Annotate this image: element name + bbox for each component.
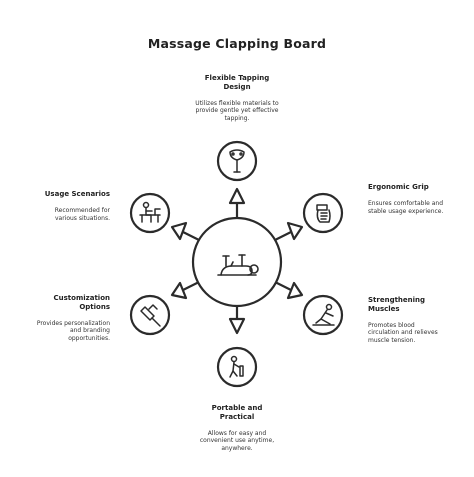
feature-customization-heading: Customization Options <box>53 294 110 311</box>
stretching-person-icon <box>312 303 335 326</box>
diagram-title: Massage Clapping Board <box>147 36 327 51</box>
feature-portable-description: Allows for easy and convenient use anyti… <box>199 429 275 453</box>
node-usage <box>129 192 171 234</box>
feature-flexible: Flexible Tapping Design Utilizes flexibl… <box>192 74 282 123</box>
arrow-to-customization <box>170 280 201 300</box>
feature-usage-heading: Usage Scenarios <box>44 190 110 198</box>
feature-customization-description: Provides personalization and branding op… <box>36 319 110 343</box>
person-at-desk-icon <box>139 201 161 223</box>
hammer-icon <box>140 304 161 327</box>
feature-strengthening-heading: Strengthening Muscles <box>368 296 426 313</box>
feature-portable-heading: Portable and Practical <box>211 404 263 421</box>
feature-strengthening-description: Promotes blood circulation and relieves … <box>368 321 438 345</box>
arrow-to-usage <box>170 221 201 242</box>
feature-ergonomic-heading: Ergonomic Grip <box>368 183 429 191</box>
central-hub <box>191 216 283 308</box>
massage-person-icon <box>217 254 259 276</box>
feature-ergonomic-description: Ensures comfortable and stable usage exp… <box>368 199 444 215</box>
arrow-to-ergonomic <box>273 221 304 242</box>
tapping-tool-icon <box>229 149 245 173</box>
feature-usage-description: Recommended for various situations. <box>54 206 110 222</box>
feature-flexible-heading: Flexible Tapping Design <box>204 74 270 91</box>
feature-usage: Usage Scenarios Recommended for various … <box>34 190 110 222</box>
feature-customization: Customization Options Provides personali… <box>34 294 110 343</box>
feature-strengthening: Strengthening Muscles Promotes blood cir… <box>368 296 446 345</box>
feature-portable: Portable and Practical Allows for easy a… <box>197 404 277 453</box>
node-portable <box>216 346 258 388</box>
node-customization <box>129 294 171 336</box>
feature-ergonomic: Ergonomic Grip Ensures comfortable and s… <box>368 183 444 215</box>
walking-person-icon <box>229 355 244 378</box>
arrow-to-strengthening <box>273 280 304 300</box>
hand-grip-icon <box>316 204 331 223</box>
feature-flexible-description: Utilizes flexible materials to provide g… <box>195 99 279 123</box>
